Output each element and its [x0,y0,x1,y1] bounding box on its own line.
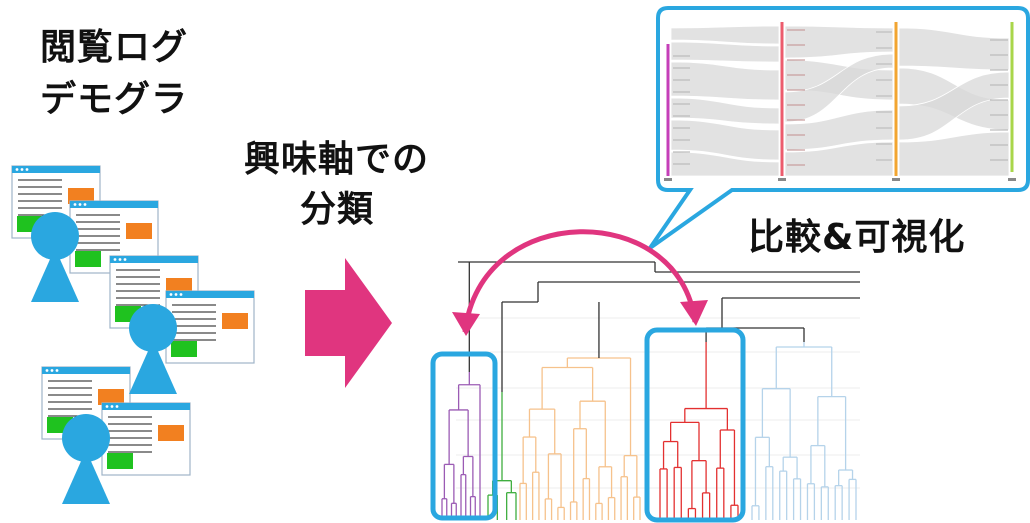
compare-arrow-curve [462,229,698,333]
label-browsing-log: 閲覧ログ [40,27,189,68]
highlight-box-purple-cluster [430,351,498,521]
highlight-box-red-cluster [644,327,746,523]
sankey-axis-tick [664,178,672,181]
label-interest-axis: 興味軸での [244,139,430,180]
sankey-axis-tick [1008,178,1016,181]
label-demographics: デモグラ [40,79,189,120]
sankey-axis-tick [778,178,786,181]
sankey-flow [784,25,894,59]
browser-window-icon [101,402,191,476]
user-silhouette-icon [62,414,110,504]
label-compare-visualize: 比較&可視化 [748,217,966,258]
sankey-flow [670,41,780,63]
sankey-flow [670,151,780,177]
browser-window-icon [165,290,255,364]
sankey-flow [898,131,1010,177]
sankey-flow [784,141,894,177]
browser-users-group [11,165,255,504]
sankey-flow [670,25,780,45]
sankey-flow [784,53,894,123]
arrow-right-icon [305,258,392,388]
label-classification: 分類 [300,189,375,230]
sankey-flow [670,61,780,101]
sankey-flow [898,27,1010,71]
compare-arrow-head-right [680,300,708,326]
sankey-flow [784,109,894,151]
compare-arrow-head-left [452,312,480,336]
sankey-flow [670,119,780,161]
dendrogram [441,261,860,520]
arrow-right-shape [305,258,392,388]
sankey-axis-tick [892,178,900,181]
cluster-highlights [430,229,746,523]
sankey-chart [664,22,1016,181]
sankey-flow [670,97,780,125]
user-silhouette-icon [31,212,79,302]
sankey-flow [898,71,1010,141]
user-silhouette-icon [129,304,177,394]
